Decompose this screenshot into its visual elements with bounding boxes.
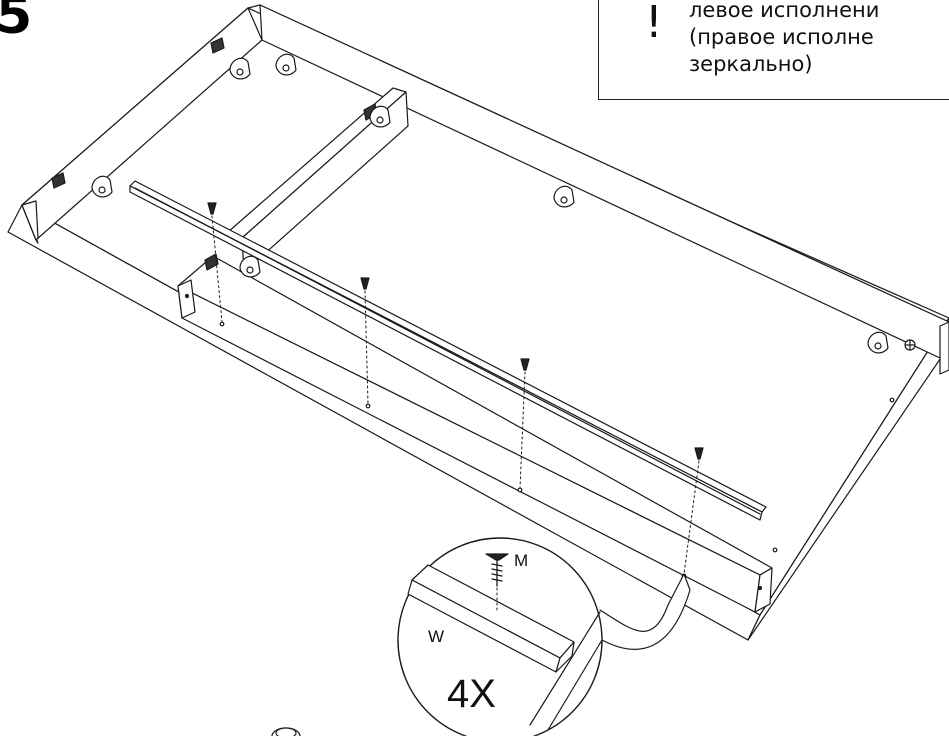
left-side-rail bbox=[21, 7, 263, 244]
warning-line-2: (правое исполне bbox=[689, 25, 874, 49]
detail-callout bbox=[397, 537, 691, 736]
warning-line-1: левое исполнени bbox=[689, 0, 880, 22]
right-end-rail bbox=[939, 321, 949, 375]
round-cap-part bbox=[271, 727, 301, 736]
clip-fastener bbox=[91, 53, 916, 354]
cable-channel-w bbox=[129, 180, 767, 521]
warning-box: ! левое исполнени (правое исполне зеркал… bbox=[598, 0, 949, 100]
step-number: 5 bbox=[0, 0, 33, 46]
screw-guide-lines bbox=[211, 215, 700, 575]
warning-exclamation: ! bbox=[645, 0, 663, 48]
front-rail bbox=[177, 255, 773, 613]
middle-crossbar bbox=[227, 87, 409, 273]
rail-label: W bbox=[428, 627, 445, 646]
screw-label: M bbox=[514, 551, 529, 570]
screw-m bbox=[207, 202, 704, 460]
warning-text: левое исполнени (правое исполне зеркальн… bbox=[689, 0, 879, 78]
corner-bracket bbox=[51, 37, 378, 271]
quantity-label: 4X bbox=[447, 672, 496, 716]
warning-line-3: зеркально) bbox=[689, 52, 813, 76]
